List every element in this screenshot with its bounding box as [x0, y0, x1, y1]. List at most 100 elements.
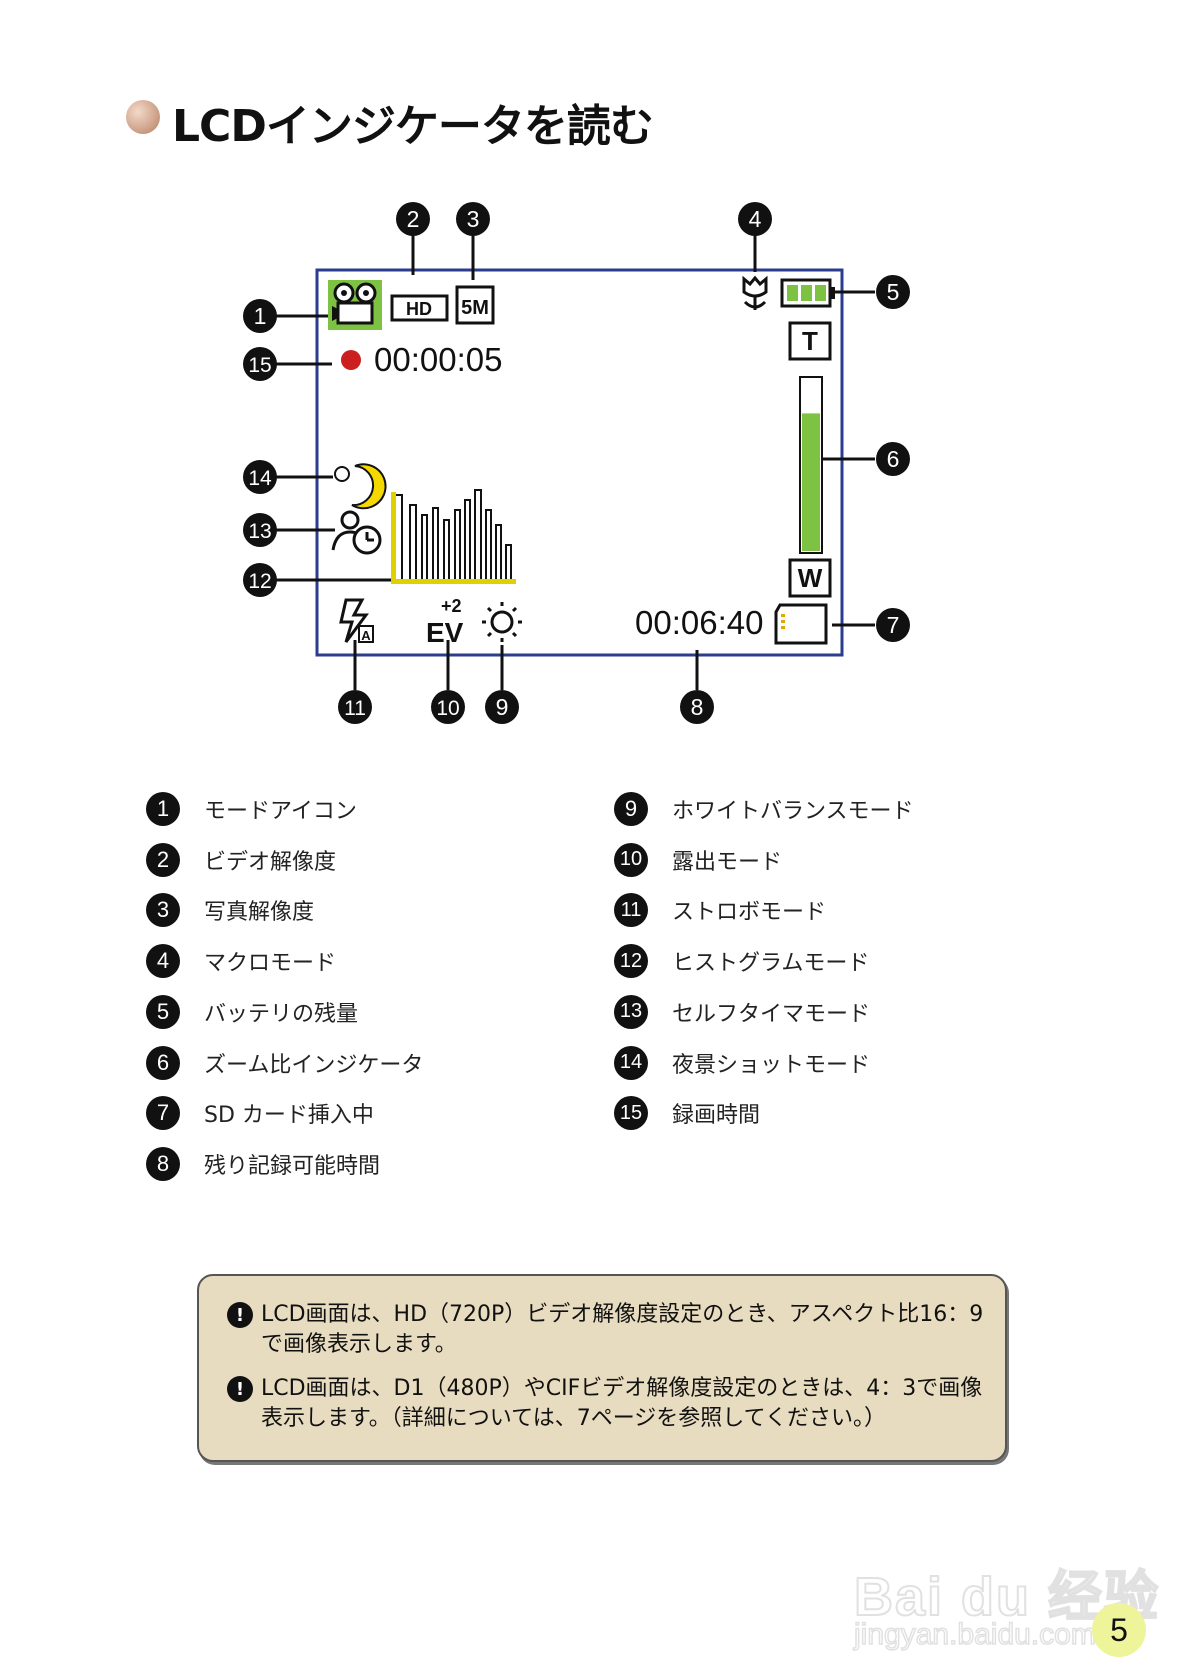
callout-9-number: 9	[496, 694, 509, 720]
legend-number-badge: 4	[146, 944, 180, 979]
legend-number-badge: 9	[614, 792, 648, 826]
legend-item: 13 セルフタイマモード	[614, 994, 870, 1030]
flash-mode-label: A	[361, 628, 371, 643]
note-item: ! LCD画面は、D1（480P）やCIFビデオ解像度設定のときは、4：3で画像…	[227, 1374, 987, 1434]
callout-10-badge	[431, 690, 465, 724]
legend-item: 12 ヒストグラムモード	[614, 943, 869, 979]
callout-12-badge	[243, 563, 277, 597]
lcd-diagram: HD 5M T W 00:00:05	[243, 202, 910, 724]
zoom-wide-label: W	[798, 563, 823, 593]
legend-label: 夜景ショットモード	[672, 1052, 871, 1078]
legend-item: 5 バッテリの残量	[146, 994, 358, 1030]
remaining-time: 00:06:40	[635, 604, 763, 641]
callout-3-badge	[456, 202, 490, 236]
zoom-tele-box	[788, 321, 832, 361]
legend-item: 14 夜景ショットモード	[614, 1045, 870, 1081]
ev-value: +2	[441, 596, 462, 616]
video-mode-icon	[328, 280, 382, 330]
callout-2-badge	[396, 202, 430, 236]
ev-label: EV	[426, 617, 464, 648]
self-timer-icon	[331, 510, 382, 555]
macro-flower-icon	[742, 275, 768, 310]
legend-item: 1 モードアイコン	[146, 791, 357, 827]
callout-4-number: 4	[749, 206, 762, 232]
legend-number-badge: 1	[146, 792, 180, 826]
callout-14-badge	[243, 460, 277, 494]
legend-number-badge: 12	[614, 944, 648, 979]
callout-9-badge	[485, 690, 519, 724]
callout-5-badge	[876, 275, 910, 309]
legend-label: SD カード挿入中	[204, 1103, 374, 1129]
legend-label: マクロモード	[204, 951, 337, 977]
note-item: ! LCD画面は、HD（720P）ビデオ解像度設定のとき、アスペクト比16：9で…	[227, 1300, 987, 1360]
histogram-icon	[391, 489, 516, 584]
legend-label: 残り記録可能時間	[204, 1153, 381, 1179]
callout-6-badge	[876, 442, 910, 476]
page-title: LCDインジケータを読む	[172, 101, 654, 152]
page-number-badge	[1092, 1603, 1146, 1657]
legend-number-badge: 8	[146, 1146, 180, 1181]
callout-8-badge	[680, 690, 714, 724]
record-time: 00:00:05	[374, 341, 502, 378]
callout-1-number: 1	[254, 303, 267, 329]
legend-number-badge: 10	[614, 842, 648, 877]
legend-item: 9 ホワイトバランスモード	[614, 791, 914, 827]
record-dot-icon	[341, 350, 361, 370]
legend-label: ビデオ解像度	[204, 849, 337, 875]
callout-2-number: 2	[407, 206, 420, 232]
legend-number-badge: 13	[614, 994, 648, 1029]
photo-resolution-label: 5M	[461, 297, 489, 319]
legend-number-badge: 5	[146, 994, 180, 1029]
callout-10-number: 10	[436, 697, 459, 720]
callout-8-number: 8	[691, 694, 704, 720]
legend-label: 露出モード	[672, 849, 783, 875]
callout-3-number: 3	[467, 206, 480, 232]
legend-number-badge: 11	[614, 893, 648, 928]
zoom-wide-box	[788, 558, 832, 598]
legend-number-badge: 6	[146, 1045, 180, 1080]
callout-7-badge	[876, 608, 910, 642]
legend-item: 2 ビデオ解像度	[146, 842, 336, 878]
callout-11-number: 11	[344, 697, 366, 720]
callout-14-number: 14	[248, 467, 272, 490]
callout-13-badge	[243, 513, 277, 547]
hd-resolution-label: HD	[406, 299, 432, 319]
callout-11-badge	[338, 690, 372, 724]
zoom-tele-label: T	[802, 326, 818, 356]
legend-number-badge: 2	[146, 842, 180, 877]
callout-1-badge	[243, 299, 277, 333]
legend-number-badge: 14	[614, 1045, 648, 1080]
leader-lines	[270, 235, 875, 690]
legend-item: 8 残り記録可能時間	[146, 1146, 380, 1182]
legend-item: 10 露出モード	[614, 842, 782, 878]
legend-label: ヒストグラムモード	[672, 951, 870, 977]
title-bullet-icon	[126, 100, 160, 134]
note-box: ! LCD画面は、HD（720P）ビデオ解像度設定のとき、アスペクト比16：9で…	[197, 1274, 1007, 1462]
photo-resolution-icon	[455, 285, 495, 325]
legend-label: ズーム比インジケータ	[204, 1052, 424, 1078]
white-balance-sun-icon	[482, 602, 522, 642]
legend-label: モードアイコン	[204, 799, 357, 824]
flash-mode-icon	[339, 598, 374, 643]
legend-label: ホワイトバランスモード	[672, 799, 914, 824]
watermark-url: jingyan.baidu.com	[853, 1617, 1096, 1652]
exclamation-icon: !	[227, 1376, 253, 1402]
legend-item: 6 ズーム比インジケータ	[146, 1045, 423, 1081]
exclamation-icon: !	[227, 1302, 253, 1328]
page-number: 5	[1110, 1611, 1128, 1648]
callout-4-badge	[738, 202, 772, 236]
callout-15-number: 15	[248, 354, 271, 377]
legend-label: 写真解像度	[204, 900, 315, 926]
legend-label: セルフタイマモード	[672, 1001, 871, 1027]
legend-item: 7 SD カード挿入中	[146, 1095, 374, 1131]
legend-number-badge: 7	[146, 1096, 180, 1131]
callout-12-number: 12	[248, 570, 271, 593]
callout-5-number: 5	[887, 279, 900, 305]
night-mode-moon-icon	[334, 463, 387, 510]
legend-label: バッテリの残量	[204, 1001, 359, 1027]
lcd-screen-frame	[315, 268, 844, 657]
callout-13-number: 13	[248, 520, 271, 543]
